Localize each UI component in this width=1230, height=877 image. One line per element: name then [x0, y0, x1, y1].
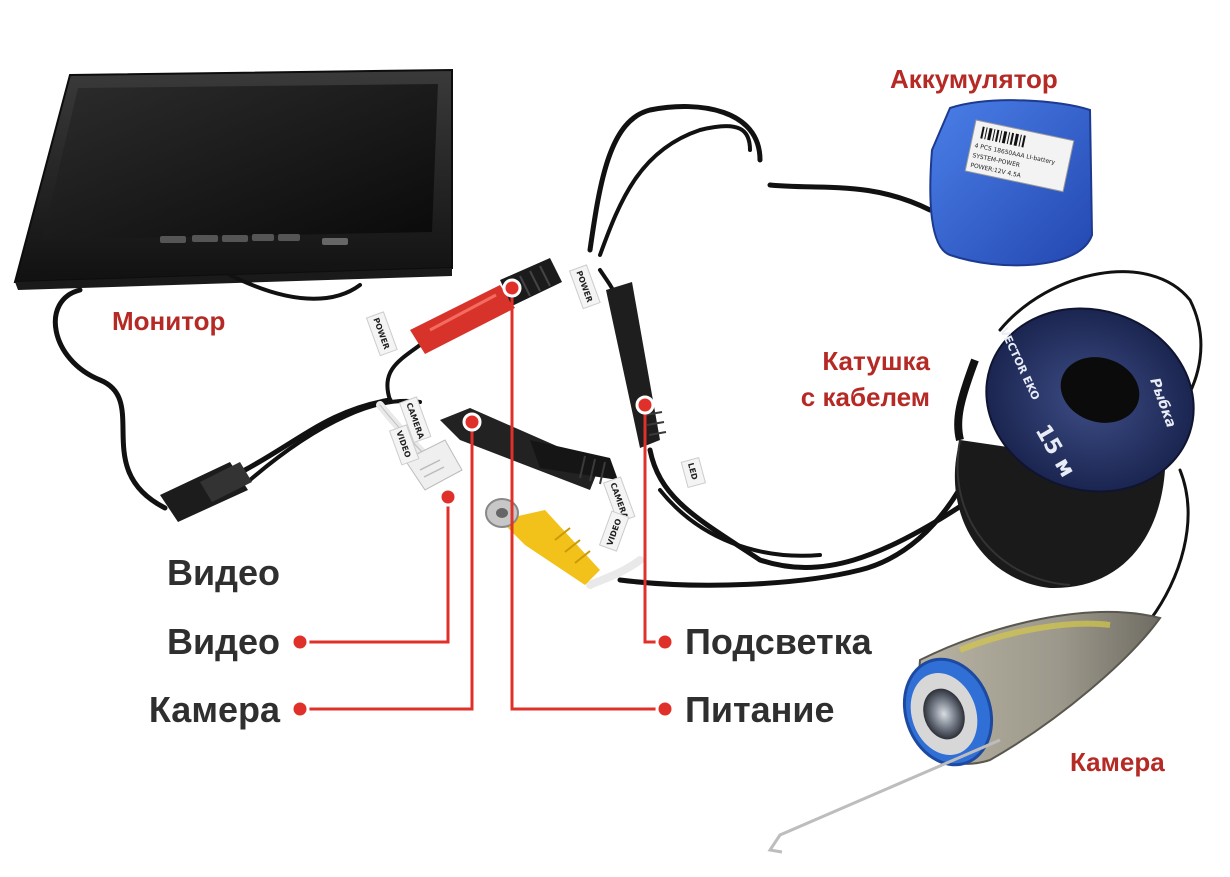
cable-tag-led: LED: [680, 457, 707, 489]
cable-reel: 15 м VECTOR EKO Рыбка: [954, 307, 1195, 589]
connector-led-black: [606, 282, 667, 448]
label-camera-unit: Камера: [1070, 747, 1165, 777]
connector-yellow-rca: [485, 498, 600, 585]
connector-left-plug: [160, 462, 252, 522]
connector-white-video: [404, 439, 463, 491]
underwater-camera: [767, 611, 1162, 854]
battery: 4 PCS 18650AAA LI-battery SYSTEM-POWER P…: [929, 99, 1094, 267]
connector-camera-black: [440, 408, 618, 490]
dot-camera-start: [462, 412, 482, 432]
label-backlight: Подсветка: [685, 621, 873, 662]
dot-power-end: [655, 699, 675, 719]
cable-tag-camera-right: CAMERA: [602, 476, 636, 524]
battery-sticker: 4 PCS 18650AAA LI-battery SYSTEM-POWER P…: [964, 119, 1075, 193]
dot-video-start: [438, 487, 458, 507]
svg-text:LED: LED: [686, 462, 699, 481]
cable-tag-power-left: POWER: [365, 311, 398, 357]
pointer-line-power: [510, 288, 665, 711]
dot-camera-end: [290, 699, 310, 719]
label-video-pointer: Видео: [167, 621, 280, 662]
cable-tag-camera-left: CAMERA: [398, 396, 432, 444]
label-power: Питание: [685, 689, 835, 730]
pointer-line-video: [300, 497, 450, 644]
dot-backlight-start: [635, 395, 655, 415]
pointer-dots: [290, 278, 675, 719]
label-video-top: Видео: [167, 552, 280, 593]
label-reel-line1: Катушка: [822, 346, 930, 376]
dot-video-end: [290, 632, 310, 652]
pointer-lines: [300, 288, 665, 711]
label-battery: Аккумулятор: [890, 64, 1058, 94]
dot-power-start: [502, 278, 522, 298]
label-reel-line2: с кабелем: [801, 382, 930, 412]
monitor-buttons: [160, 234, 348, 245]
cable-tag-video-left: VIDEO: [388, 424, 420, 466]
pointer-line-camera: [300, 422, 474, 711]
label-monitor: Монитор: [112, 306, 225, 336]
cable-tag-power-mid: POWER: [568, 264, 601, 310]
cable-tag-video-right: VIDEO: [598, 510, 630, 552]
dot-backlight-end: [655, 632, 675, 652]
label-camera-pointer: Камера: [149, 689, 281, 730]
monitor: [13, 68, 453, 290]
